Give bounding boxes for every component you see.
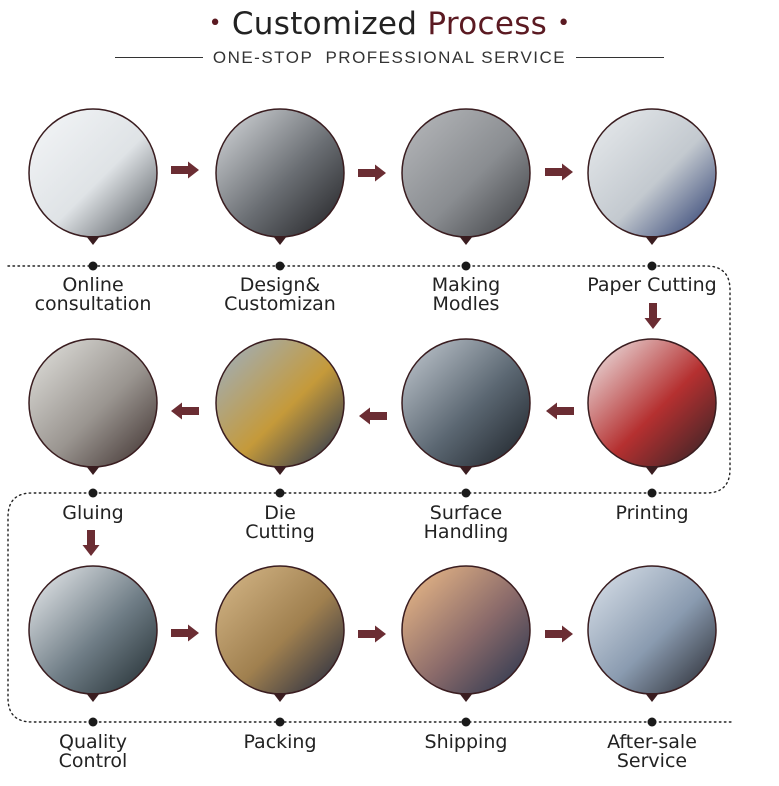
step-label-line1: Packing — [243, 731, 317, 753]
photo-pointer — [86, 236, 100, 245]
quality-inspection-photo — [28, 565, 158, 695]
subtitle-rule-right — [576, 57, 665, 58]
arrow-right-icon — [358, 625, 386, 643]
step-label-line2: Service — [616, 750, 688, 772]
photo-pointer — [273, 236, 287, 245]
step-label-5: Printing — [577, 504, 727, 523]
step-node-dot — [88, 717, 98, 727]
step-label-4: Paper Cutting — [577, 276, 727, 295]
step-label-line1: Online — [62, 274, 124, 296]
step-label-line1: Shipping — [424, 731, 508, 753]
title-dot-left: • — [208, 11, 222, 36]
photo-pointer — [459, 466, 473, 475]
arrow-right-icon — [171, 161, 199, 179]
step-label-line1: Making — [431, 274, 501, 296]
step-label-8: Gluing — [18, 504, 168, 523]
photo-pointer — [645, 466, 659, 475]
subtitle: ONE-STOP PROFESSIONAL SERVICE — [0, 48, 779, 68]
step-node-dot — [647, 261, 657, 271]
step-node-dot — [461, 488, 471, 498]
cargo-ship-photo — [401, 565, 531, 695]
photo-pointer — [645, 693, 659, 702]
step-node-dot — [88, 488, 98, 498]
arrow-right-icon — [358, 164, 386, 182]
step-label-line2: Customizan — [224, 293, 336, 315]
step-label-line1: Printing — [615, 502, 689, 524]
step-label-line2: Modles — [432, 293, 500, 315]
step-label-line1: Paper Cutting — [587, 274, 717, 296]
photo-pointer — [459, 236, 473, 245]
arrow-right-icon — [171, 624, 199, 642]
subtitle-rule-left — [114, 57, 203, 58]
arrow-down-icon — [644, 303, 662, 329]
subtitle-text: ONE-STOP PROFESSIONAL SERVICE — [212, 48, 567, 67]
photo-pointer — [273, 466, 287, 475]
step-label-line2: Control — [58, 750, 128, 772]
step-label-10: Packing — [205, 733, 355, 752]
customer-service-agent-photo — [28, 108, 158, 238]
step-node-dot — [275, 261, 285, 271]
step-node-dot — [275, 488, 285, 498]
step-label-line1: Gluing — [62, 502, 124, 524]
step-node-dot — [275, 717, 285, 727]
photo-pointer — [86, 466, 100, 475]
photo-pointer — [86, 693, 100, 702]
laminating-machine-photo — [401, 338, 531, 468]
die-cutting-photo — [215, 338, 345, 468]
printing-worker-photo — [587, 338, 717, 468]
photo-pointer — [459, 693, 473, 702]
step-node-dot — [88, 261, 98, 271]
title-dot-right: • — [557, 11, 571, 36]
step-label-line1: Design& — [239, 274, 321, 296]
arrow-right-icon — [545, 163, 573, 181]
step-label-2: Design&Customizan — [205, 276, 355, 314]
step-label-line2: Handling — [423, 521, 509, 543]
step-label-line1: After-sale — [607, 731, 697, 753]
step-node-dot — [461, 717, 471, 727]
step-node-dot — [461, 261, 471, 271]
title-word-customized: Customized — [231, 6, 418, 42]
step-node-dot — [647, 717, 657, 727]
title-word-process: Process — [427, 6, 548, 42]
arrow-left-icon — [171, 402, 199, 420]
step-label-11: Shipping — [391, 733, 541, 752]
paper-cutting-machine-photo — [587, 108, 717, 238]
photo-pointer — [645, 236, 659, 245]
photo-pointer — [273, 693, 287, 702]
gluing-workshop-photo — [28, 338, 158, 468]
arrow-left-icon — [359, 407, 387, 425]
arrow-right-icon — [545, 625, 573, 643]
step-label-line1: Die — [264, 502, 296, 524]
dotted-flow-track — [7, 265, 732, 723]
printing-plate-photo — [401, 108, 531, 238]
arrow-left-icon — [546, 402, 574, 420]
arrow-down-icon — [82, 530, 100, 556]
page-title: • Customized Process • — [0, 2, 779, 46]
step-label-line1: Surface — [429, 502, 503, 524]
step-label-line1: Quality — [59, 731, 127, 753]
step-label-line2: Cutting — [245, 521, 315, 543]
step-label-line2: consultation — [34, 293, 152, 315]
designer-at-computer-photo — [215, 108, 345, 238]
step-node-dot — [647, 488, 657, 498]
carton-packing-photo — [215, 565, 345, 695]
after-sale-support-photo — [587, 565, 717, 695]
